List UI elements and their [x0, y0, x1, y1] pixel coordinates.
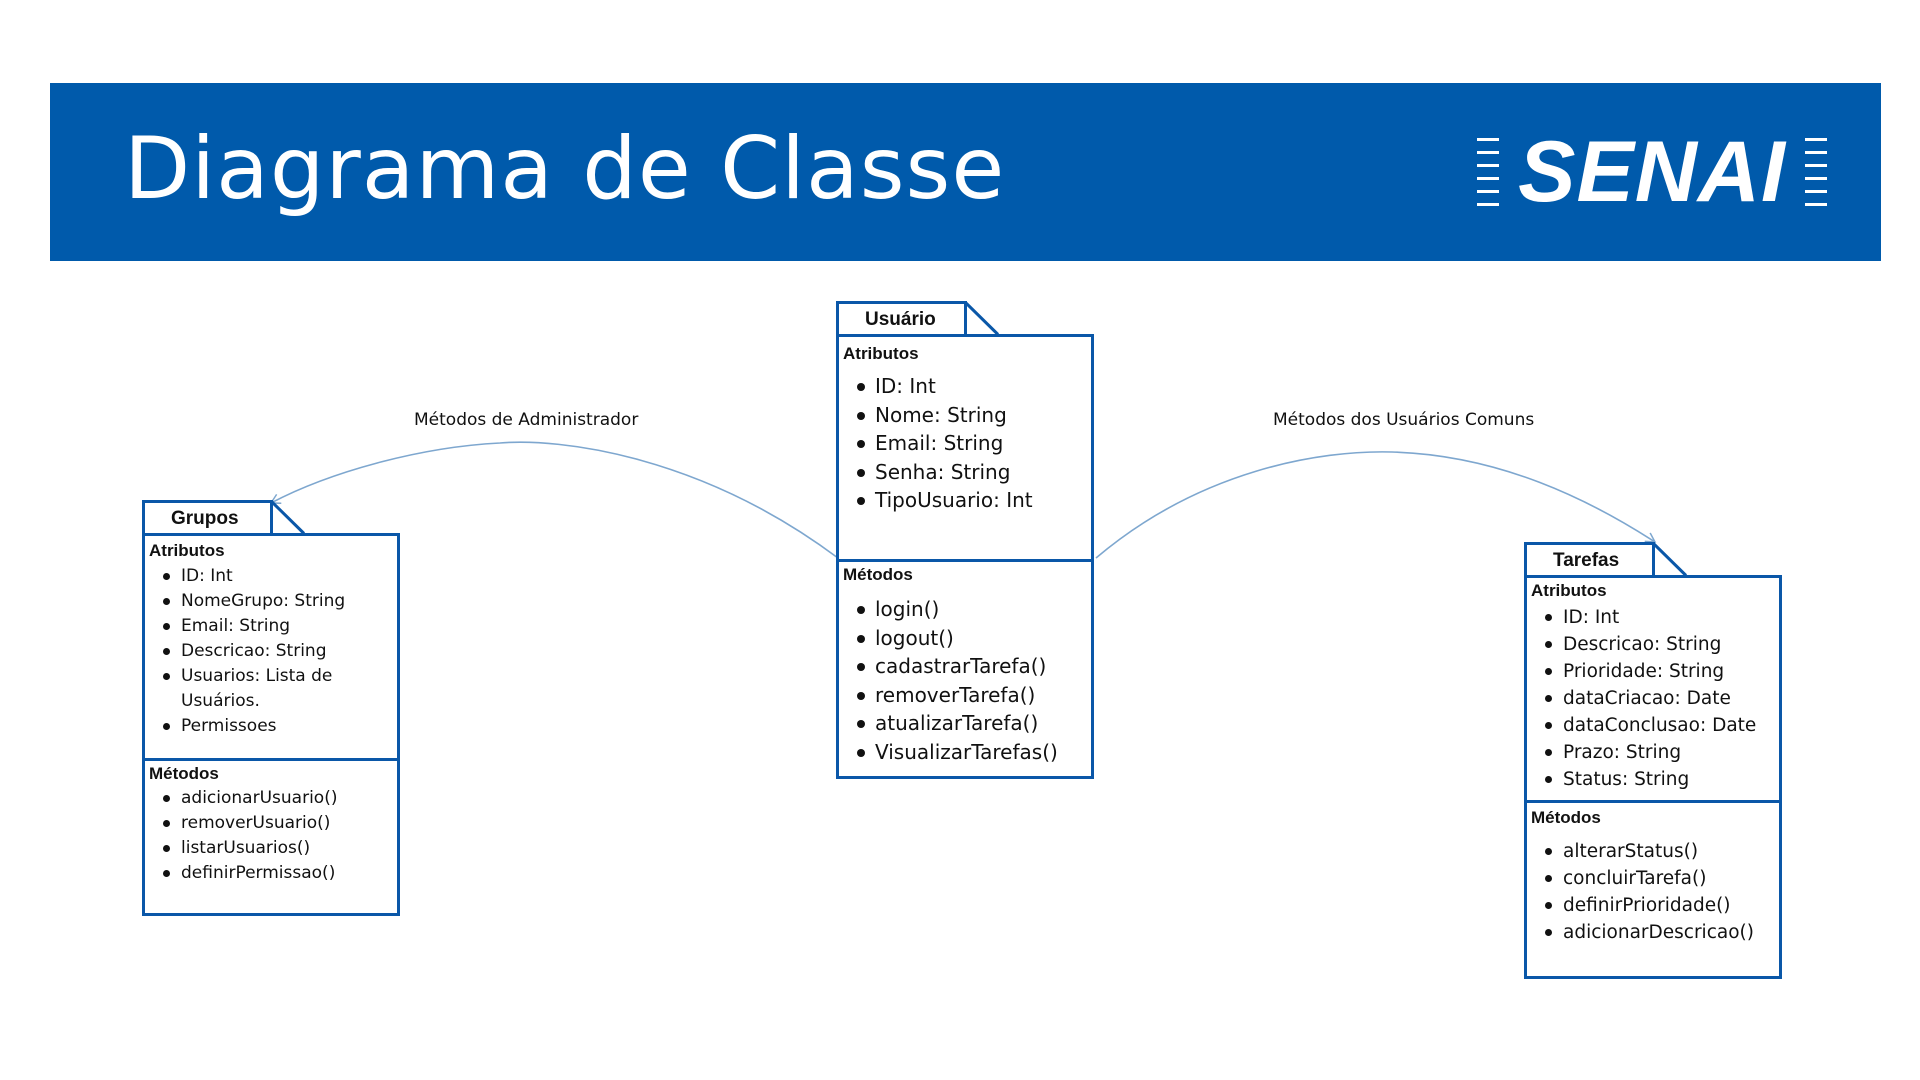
method-item: concluirTarefa(): [1545, 865, 1779, 892]
tab-corner: [964, 301, 1000, 336]
connector-usuario-grupos: [269, 441, 839, 559]
method-item: login(): [857, 595, 1091, 624]
connector-label-admin: Métodos de Administrador: [414, 410, 639, 430]
logo-stripes-right: [1805, 138, 1827, 206]
attribute-item: Email: String: [857, 429, 1091, 458]
method-item: alterarStatus(): [1545, 838, 1779, 865]
methods-title: Métodos: [1531, 808, 1601, 827]
attribute-item: Status: String: [1545, 766, 1779, 793]
senai-logo: SENAI: [1477, 126, 1827, 218]
attribute-item: Permissoes: [163, 714, 397, 739]
method-item: removerUsuario(): [163, 811, 397, 836]
tab-corner: [270, 500, 306, 535]
method-list: alterarStatus()concluirTarefa()definirPr…: [1527, 838, 1779, 946]
attribute-item: Email: String: [163, 614, 397, 639]
method-item: adicionarDescricao(): [1545, 919, 1779, 946]
method-item: logout(): [857, 624, 1091, 653]
class-grupos-tab: Grupos: [142, 500, 306, 535]
page-title: Diagrama de Classe: [124, 119, 1006, 219]
attribute-item: NomeGrupo: String: [163, 589, 397, 614]
attribute-item: Prioridade: String: [1545, 658, 1779, 685]
connector-label-common-users: Métodos dos Usuários Comuns: [1273, 410, 1535, 430]
attribute-item: dataConclusao: Date: [1545, 712, 1779, 739]
method-item: definirPermissao(): [163, 861, 397, 886]
class-usuario-tab: Usuário: [836, 301, 1000, 336]
attribute-item: ID: Int: [1545, 604, 1779, 631]
header-banner: Diagrama de Classe SENAI: [50, 83, 1881, 261]
tab-corner: [1652, 542, 1688, 577]
class-usuario-methods: Métodos login()logout()cadastrarTarefa()…: [839, 559, 1091, 776]
method-item: removerTarefa(): [857, 681, 1091, 710]
method-item: adicionarUsuario(): [163, 786, 397, 811]
attribute-item: Usuarios: Lista de Usuários.: [163, 664, 397, 714]
attribute-item: TipoUsuario: Int: [857, 486, 1091, 515]
method-list: adicionarUsuario()removerUsuario()listar…: [145, 786, 397, 886]
attribute-item: Descricao: String: [163, 639, 397, 664]
class-tarefas-methods: Métodos alterarStatus()concluirTarefa()d…: [1527, 800, 1779, 976]
class-tarefas-tab: Tarefas: [1524, 542, 1688, 577]
attributes-title: Atributos: [843, 344, 919, 363]
attribute-item: Nome: String: [857, 401, 1091, 430]
methods-title: Métodos: [843, 565, 913, 584]
method-list: login()logout()cadastrarTarefa()removerT…: [839, 595, 1091, 766]
method-item: listarUsuarios(): [163, 836, 397, 861]
method-item: VisualizarTarefas(): [857, 738, 1091, 767]
logo-stripes-left: [1477, 138, 1499, 206]
method-item: atualizarTarefa(): [857, 709, 1091, 738]
method-item: cadastrarTarefa(): [857, 652, 1091, 681]
class-usuario-name: Usuário: [865, 309, 936, 330]
attribute-item: Senha: String: [857, 458, 1091, 487]
method-item: definirPrioridade(): [1545, 892, 1779, 919]
methods-title: Métodos: [149, 764, 219, 783]
connector-usuario-tarefas: [1095, 451, 1657, 559]
class-tarefas-name: Tarefas: [1553, 550, 1620, 571]
attributes-title: Atributos: [149, 541, 225, 560]
class-grupos-name: Grupos: [171, 508, 239, 529]
logo-wordmark: SENAI: [1518, 124, 1786, 220]
attributes-title: Atributos: [1531, 581, 1607, 600]
attribute-item: dataCriacao: Date: [1545, 685, 1779, 712]
class-grupos-methods: Métodos adicionarUsuario()removerUsuario…: [145, 758, 397, 913]
attribute-item: ID: Int: [857, 372, 1091, 401]
attribute-item: Prazo: String: [1545, 739, 1779, 766]
attribute-item: ID: Int: [163, 564, 397, 589]
attribute-item: Descricao: String: [1545, 631, 1779, 658]
